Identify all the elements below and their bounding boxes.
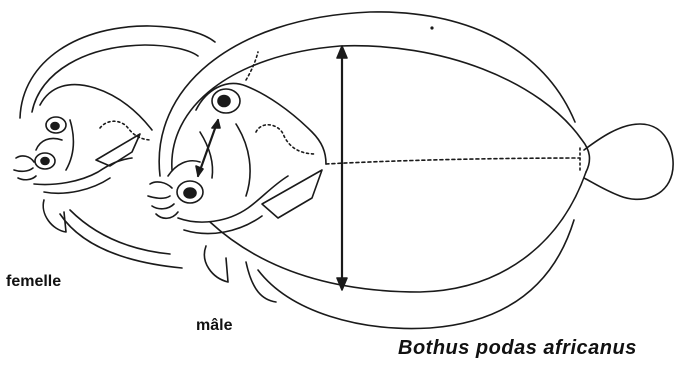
male-anal-fin	[258, 220, 574, 329]
male-dorsal-fin	[159, 12, 575, 176]
male-fish-drawing	[148, 12, 673, 329]
female-upper-eye-icon	[46, 117, 66, 133]
label-female: femelle	[6, 273, 61, 291]
label-male: mâle	[196, 317, 232, 335]
female-fish-drawing	[14, 26, 215, 268]
species-name: Bothus podas africanus	[398, 337, 637, 360]
female-pectoral-fin	[96, 134, 140, 166]
male-caudal-fin	[584, 124, 673, 199]
male-lateral-line	[326, 158, 580, 164]
male-lower-eye-icon	[177, 181, 203, 203]
male-pectoral-fin	[262, 170, 322, 218]
female-anal-fin	[60, 214, 182, 268]
female-lower-eye-icon	[35, 153, 55, 169]
female-mouth	[14, 156, 36, 180]
male-upper-eye-icon	[212, 89, 240, 113]
body-depth-arrow	[337, 46, 347, 290]
male-body-outline	[172, 46, 590, 172]
male-mouth	[148, 182, 178, 218]
female-dorsal-fin	[20, 26, 215, 118]
